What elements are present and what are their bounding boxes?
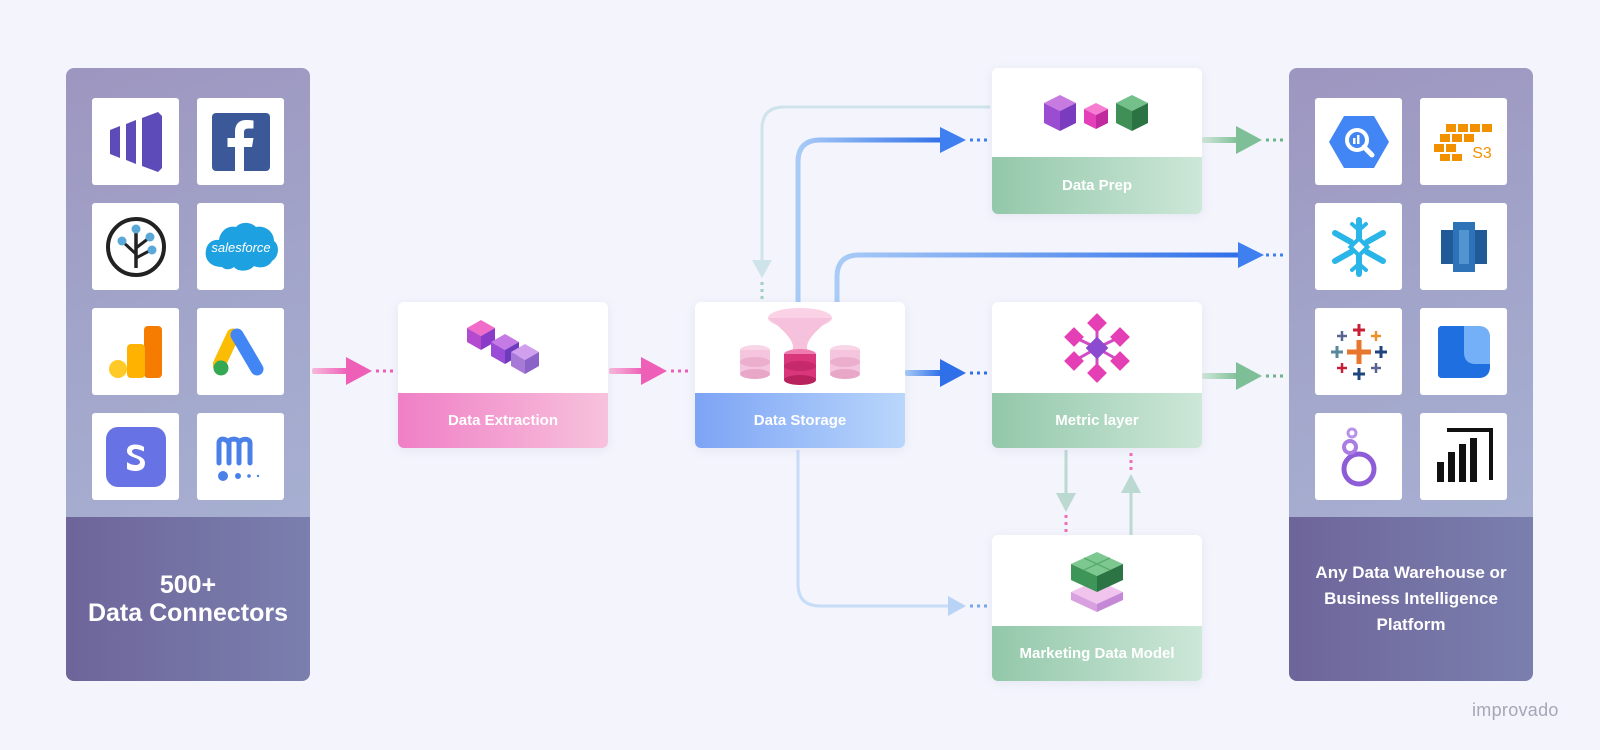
snowflake-icon xyxy=(1315,203,1402,290)
data-storage-card: Data Storage xyxy=(695,302,905,448)
arrow-prep-to-storage xyxy=(752,105,990,302)
model-cubes-icon xyxy=(992,535,1202,627)
improvado-logo: improvado xyxy=(1472,700,1559,720)
looker-icon xyxy=(1315,413,1402,500)
storage-label: Data Storage xyxy=(695,393,905,448)
arrow-storage-to-metric xyxy=(905,359,990,387)
redshift-icon xyxy=(1420,203,1507,290)
data-extraction-card: Data Extraction xyxy=(398,302,608,448)
connectors-count: 500+ xyxy=(159,571,217,599)
arrow-model-to-metric xyxy=(1121,450,1141,535)
warehouse-bi-panel: S3 Any Data Warehouse or Business Intell… xyxy=(1289,68,1533,681)
data-connectors-panel: salesforce 500+ Data Connectors xyxy=(66,68,310,681)
marketing-data-model-card: Marketing Data Model xyxy=(992,535,1202,681)
warehouse-caption: Any Data Warehouse or Business Intellige… xyxy=(1289,517,1533,681)
aws-s3-icon: S3 xyxy=(1420,98,1507,185)
stripe-icon xyxy=(92,413,179,500)
prep-cubes-icon xyxy=(992,68,1202,160)
tree-network-icon xyxy=(92,203,179,290)
arrow-metric-to-model xyxy=(1056,450,1076,535)
storage-databases-icon xyxy=(695,302,905,394)
warehouse-label-line2: Business Intelligence xyxy=(1324,589,1498,608)
arrow-storage-to-warehouse xyxy=(834,242,1287,302)
arrow-metric-to-warehouse xyxy=(1202,362,1287,390)
bigquery-icon xyxy=(1315,98,1402,185)
warehouse-label-line1: Any Data Warehouse or xyxy=(1315,563,1507,582)
arrow-storage-to-model xyxy=(796,450,990,616)
model-label: Marketing Data Model xyxy=(992,626,1202,681)
salesforce-wordmark: salesforce xyxy=(211,240,270,255)
warehouse-label-line3: Platform xyxy=(1376,615,1446,634)
s3-text: S3 xyxy=(1472,145,1492,162)
tableau-icon xyxy=(1315,308,1402,395)
monday-icon xyxy=(197,413,284,500)
google-ads-icon xyxy=(197,308,284,395)
google-data-studio-icon xyxy=(1420,308,1507,395)
extraction-cubes-icon xyxy=(398,302,608,394)
power-bi-icon xyxy=(1420,413,1507,500)
arrow-storage-to-prep xyxy=(795,127,990,302)
data-prep-card: Data Prep xyxy=(992,68,1202,214)
extraction-label: Data Extraction xyxy=(398,393,608,448)
arrow-prep-to-warehouse xyxy=(1202,126,1287,154)
metric-network-icon xyxy=(992,302,1202,394)
prep-label: Data Prep xyxy=(992,157,1202,214)
google-analytics-icon xyxy=(92,308,179,395)
arrow-extraction-to-storage xyxy=(609,357,692,385)
metric-layer-card: Metric layer xyxy=(992,302,1202,448)
connectors-label: Data Connectors xyxy=(87,599,289,627)
salesforce-icon: salesforce xyxy=(197,203,284,290)
marketo-icon xyxy=(92,98,179,185)
connectors-caption: 500+ Data Connectors xyxy=(66,517,310,681)
metric-label: Metric layer xyxy=(992,393,1202,448)
facebook-icon xyxy=(197,98,284,185)
arrow-connectors-to-extraction xyxy=(312,357,396,385)
